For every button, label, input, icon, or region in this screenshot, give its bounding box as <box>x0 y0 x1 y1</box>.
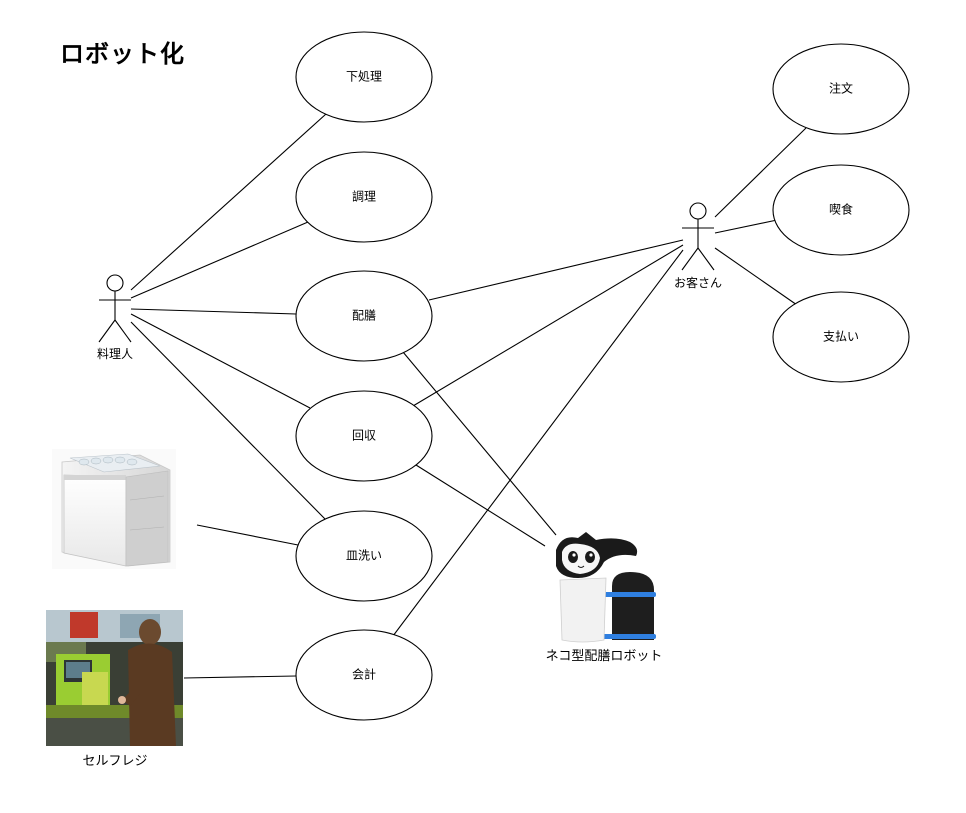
assoc-collecting-robot <box>415 464 546 547</box>
assoc-customer-order <box>714 127 807 218</box>
actor-cook <box>98 274 132 343</box>
usecase-prep <box>295 31 433 123</box>
cat-robot-label: ネコ型配膳ロボット <box>546 648 663 664</box>
assoc-customer-eating <box>714 219 778 234</box>
assoc-cook-serving <box>130 308 297 315</box>
actor-cook-label: 料理人 <box>97 347 133 361</box>
assoc-cook-prep <box>130 113 327 291</box>
self-register-image <box>46 610 183 746</box>
cook-associations <box>130 113 327 521</box>
actor-customer <box>681 202 715 271</box>
usecase-eating <box>772 164 910 256</box>
assoc-customer-payment <box>714 247 798 306</box>
self-register-label: セルフレジ <box>82 754 147 769</box>
usecase-cooking <box>295 151 433 243</box>
assoc-dishwasher-dishwashing <box>196 524 299 546</box>
assoc-serving-robot <box>402 351 557 536</box>
assoc-customer-serving <box>428 239 684 301</box>
usecase-collecting-label: 回収 <box>352 429 376 443</box>
usecase-eating-label: 喫食 <box>829 202 853 217</box>
actor-cook-head <box>106 274 124 292</box>
assoc-cook-collecting <box>130 313 311 409</box>
assoc-cook-cooking <box>130 221 309 299</box>
actor-customer-label: お客さん <box>674 275 722 290</box>
assoc-cook-dishwashing <box>130 321 327 521</box>
customer-associations <box>392 127 807 637</box>
usecase-payment <box>772 291 910 383</box>
diagram-title: ロボット化 <box>60 40 185 68</box>
system-associations <box>183 351 557 679</box>
actor-customer-head <box>689 202 707 220</box>
usecase-serving-label: 配膳 <box>352 308 376 323</box>
usecase-order <box>772 43 910 135</box>
cat-robot-image <box>556 532 656 643</box>
usecase-collecting <box>295 390 433 482</box>
usecase-checkout-label: 会計 <box>352 667 376 682</box>
assoc-customer-checkout <box>392 249 684 637</box>
assoc-selfreg-checkout <box>183 675 297 679</box>
usecase-dishwashing-label: 皿洗い <box>346 549 382 563</box>
assoc-customer-collecting <box>412 244 684 407</box>
usecase-serving <box>295 270 433 362</box>
usecase-prep-label: 下処理 <box>346 70 382 84</box>
usecase-checkout <box>295 629 433 721</box>
dishwasher-image <box>52 449 176 569</box>
usecase-payment-label: 支払い <box>823 330 859 344</box>
usecase-order-label: 注文 <box>829 81 853 96</box>
usecase-cooking-label: 調理 <box>352 190 376 204</box>
usecase-dishwashing <box>295 510 433 602</box>
